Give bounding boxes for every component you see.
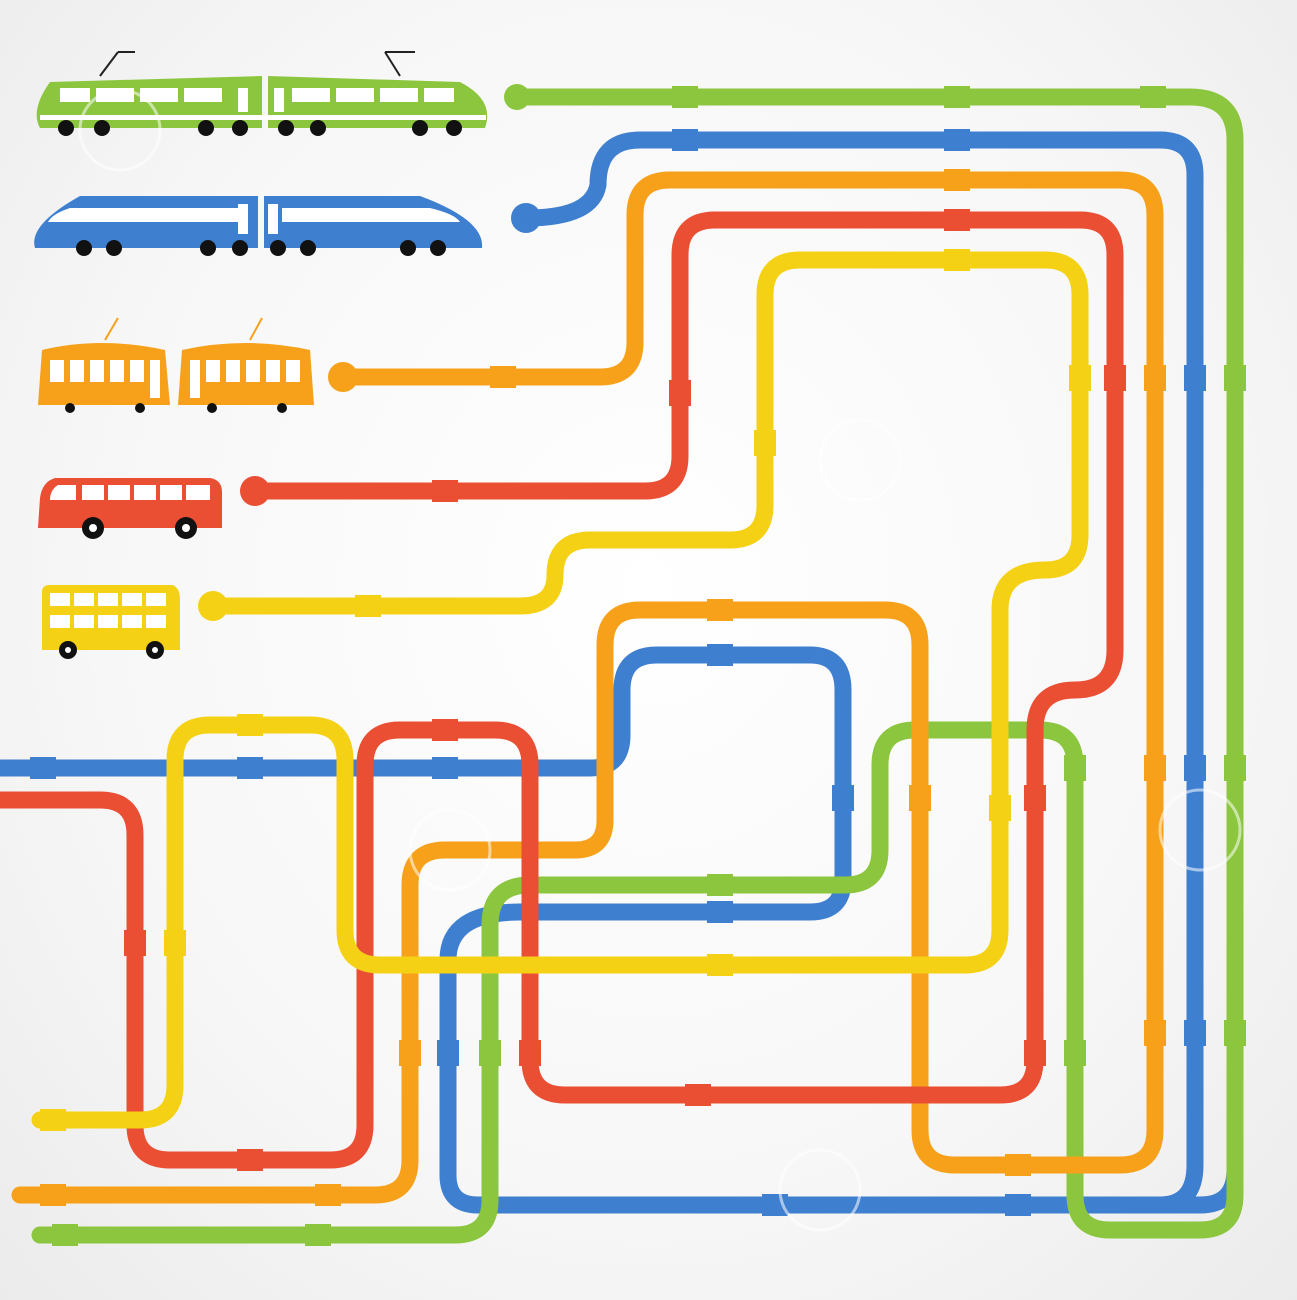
station-tick [672, 86, 698, 108]
station-tick [832, 785, 854, 811]
watermark-logo [78, 88, 1242, 1232]
station-tick [1069, 365, 1091, 391]
route-blue-branch [517, 131, 1204, 1214]
station-tick [52, 1224, 78, 1246]
station-tick [124, 930, 146, 956]
station-tick [909, 785, 931, 811]
station-tick [432, 719, 458, 741]
station-tick [40, 1109, 66, 1131]
station-tick [1144, 1020, 1166, 1046]
station-ticks [30, 86, 1246, 1246]
route-red-terminal [240, 476, 270, 506]
station-tick [490, 366, 516, 388]
route-blue [0, 131, 1244, 1214]
station-tick [707, 599, 733, 621]
high-speed-train-icon [34, 196, 483, 256]
station-tick [707, 901, 733, 923]
station-tick [437, 1040, 459, 1066]
station-tick [237, 714, 263, 736]
station-tick [944, 86, 970, 108]
electric-train-icon [36, 51, 488, 136]
station-tick [672, 129, 698, 151]
station-tick [432, 480, 458, 502]
station-tick [1184, 755, 1206, 781]
station-tick [944, 249, 970, 271]
station-tick [40, 1184, 66, 1206]
station-tick [1224, 755, 1246, 781]
double-decker-bus-icon [42, 585, 180, 659]
route-orange-line [11, 171, 1164, 1204]
station-tick [685, 1084, 711, 1106]
route-red [0, 211, 1124, 1169]
route-yellow-terminal [198, 591, 228, 621]
station-tick [1144, 365, 1166, 391]
route-green [31, 84, 1244, 1244]
station-tick [754, 430, 776, 456]
route-orange-terminal [328, 362, 358, 392]
station-tick [1224, 1020, 1246, 1046]
station-tick [989, 795, 1011, 821]
route-red-line [0, 211, 1124, 1169]
station-tick [707, 874, 733, 896]
station-tick [1064, 755, 1086, 781]
tram-icon [38, 317, 314, 413]
station-tick [669, 380, 691, 406]
station-tick [237, 1149, 263, 1171]
station-tick [707, 954, 733, 976]
station-tick [432, 757, 458, 779]
station-tick [237, 757, 263, 779]
station-tick [1064, 1040, 1086, 1066]
station-tick [479, 1040, 501, 1066]
station-tick [519, 1040, 541, 1066]
route-yellow-line [31, 251, 1089, 1129]
station-tick [1104, 365, 1126, 391]
station-tick [1005, 1154, 1031, 1176]
station-tick [355, 595, 381, 617]
coach-bus-icon [38, 478, 222, 539]
route-green-terminal [504, 84, 530, 110]
station-tick [1140, 86, 1166, 108]
station-tick [1224, 365, 1246, 391]
station-tick [707, 644, 733, 666]
route-blue-line [0, 646, 1244, 1214]
station-tick [1184, 365, 1206, 391]
station-tick [30, 757, 56, 779]
station-tick [305, 1224, 331, 1246]
station-tick [164, 930, 186, 956]
station-tick [944, 129, 970, 151]
route-green-line [31, 88, 1244, 1244]
station-tick [399, 1040, 421, 1066]
station-tick [944, 169, 970, 191]
station-tick [1024, 1040, 1046, 1066]
station-tick [315, 1184, 341, 1206]
station-tick [1024, 785, 1046, 811]
station-tick [1005, 1194, 1031, 1216]
route-blue-terminal [511, 203, 541, 233]
station-tick [1144, 755, 1166, 781]
station-tick [944, 209, 970, 231]
route-yellow [31, 251, 1089, 1129]
station-tick [1184, 1020, 1206, 1046]
route-orange [11, 171, 1164, 1204]
